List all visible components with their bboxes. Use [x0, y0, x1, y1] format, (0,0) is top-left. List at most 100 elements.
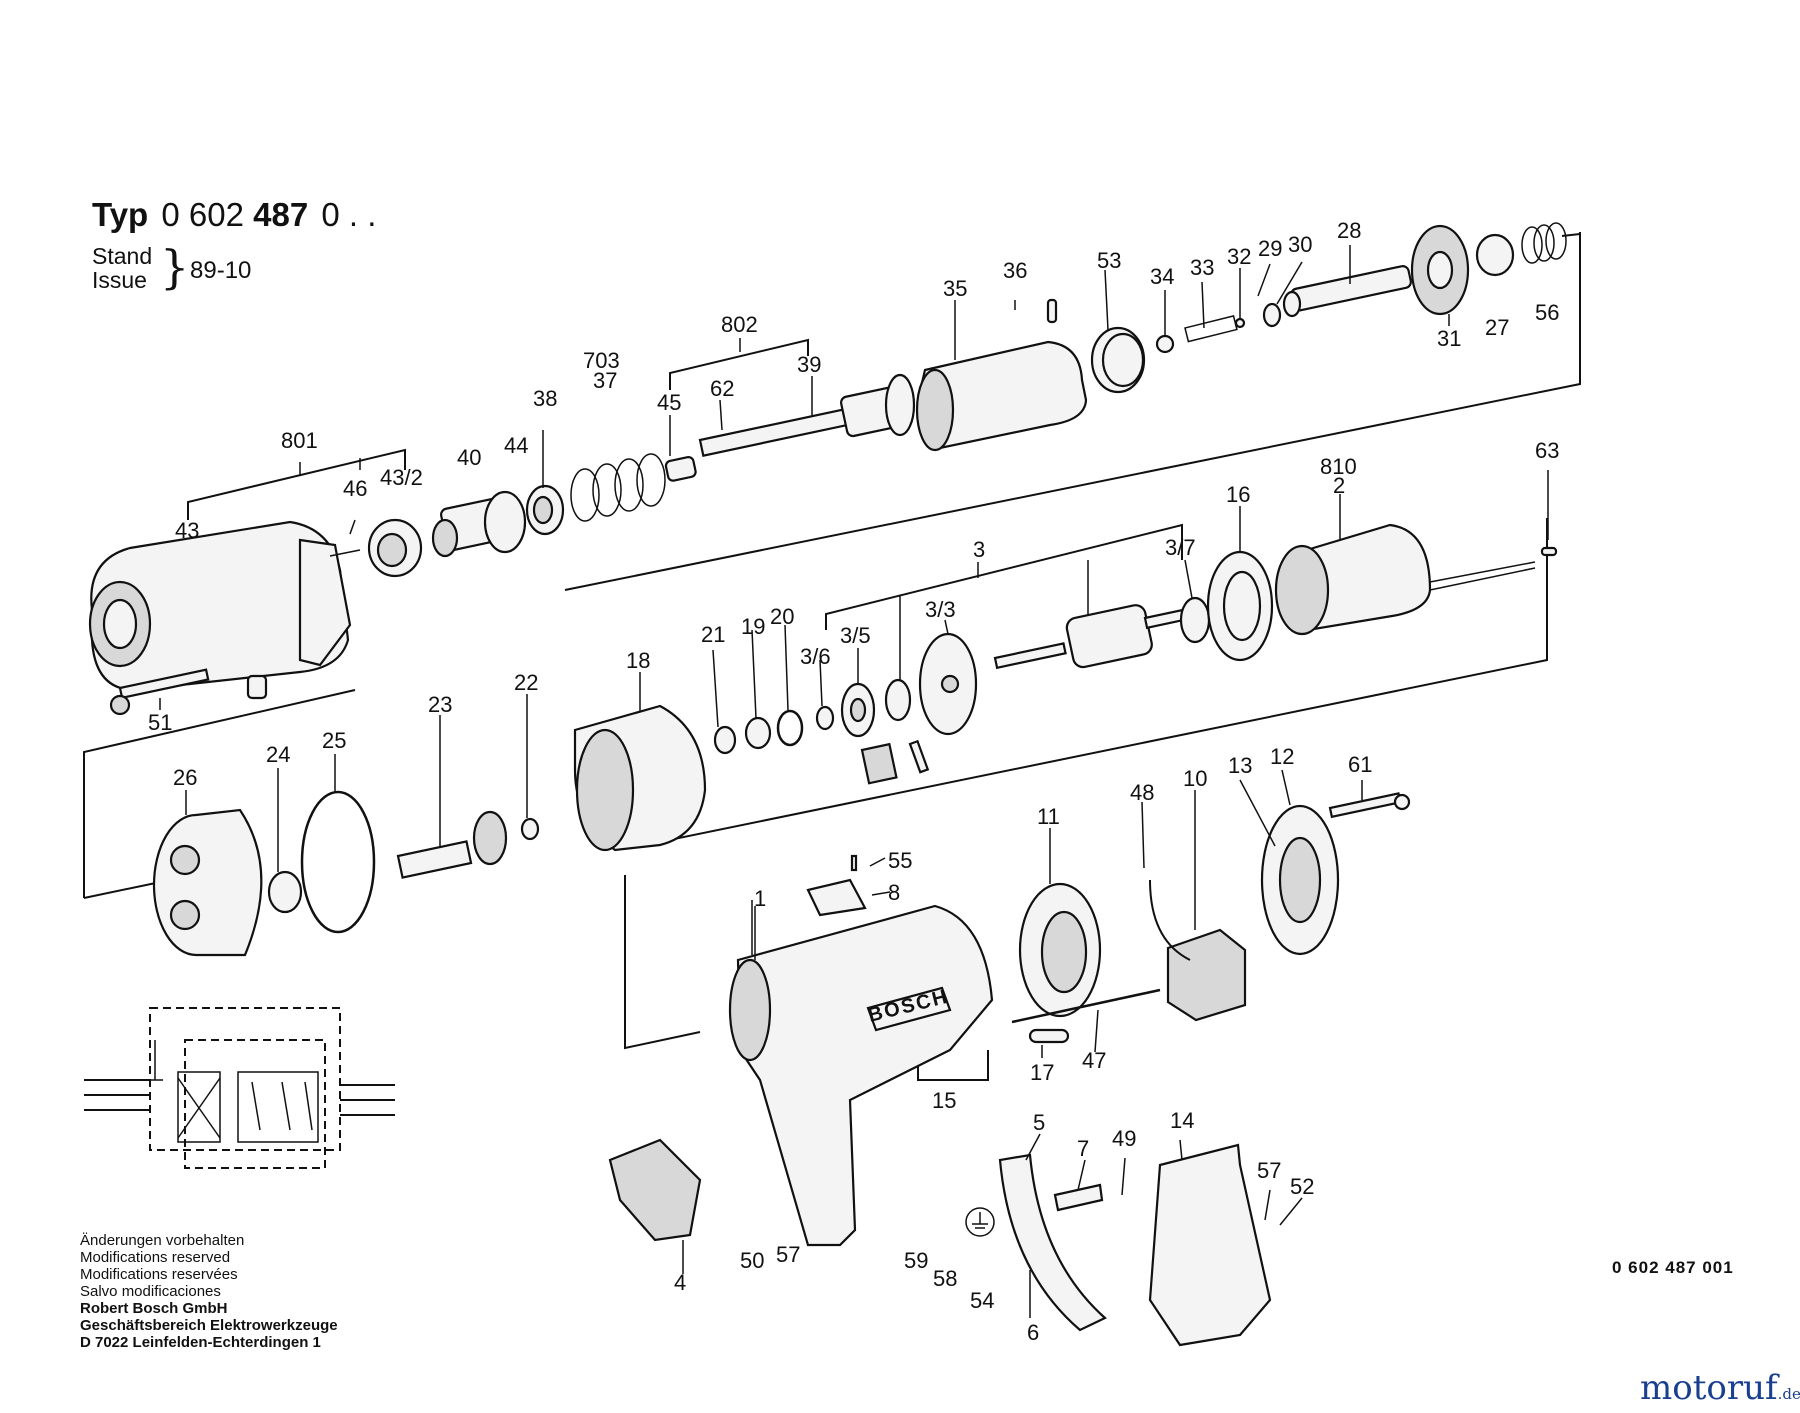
leader-lines	[159, 245, 1549, 1318]
company-line: Robert Bosch GmbH	[80, 1300, 228, 1317]
part-label: 48	[1130, 780, 1154, 805]
typ-suffix: 0 . .	[321, 196, 377, 233]
part-label: 3/7	[1165, 535, 1196, 560]
part-label: 3/5	[840, 623, 871, 648]
pin-36	[1046, 298, 1058, 324]
mid-frame-line	[629, 518, 1548, 849]
watermark-logo[interactable]: motoruf.de	[1640, 1368, 1800, 1408]
part-label: 1	[754, 886, 766, 911]
spindle-39	[698, 373, 916, 457]
part-label: 25	[322, 728, 346, 753]
model-header: Typ 0 602 487 0 . .	[92, 196, 376, 234]
part-label: 40	[457, 445, 481, 470]
stand-label: Stand	[92, 243, 153, 269]
ring-25	[300, 790, 376, 934]
screw-55	[850, 854, 858, 872]
part-label: 801	[281, 428, 318, 453]
part-label: 54	[970, 1288, 994, 1313]
clutch-40	[431, 490, 527, 558]
part-label: 15	[932, 1088, 956, 1113]
part-label: 12	[1270, 744, 1294, 769]
sleeve-45	[664, 456, 697, 482]
ball-32	[1234, 317, 1246, 329]
part-label: 703	[583, 348, 620, 373]
part-label: 4	[674, 1270, 686, 1295]
bearing-24	[267, 870, 303, 914]
part-label: 33	[1190, 255, 1214, 280]
sleeve-17	[1028, 1028, 1070, 1044]
cable-48	[1149, 879, 1191, 961]
part-label: 3/6	[800, 644, 831, 669]
part-label: 22	[514, 670, 538, 695]
switch-4	[608, 1138, 702, 1242]
part-label: 802	[721, 312, 758, 337]
bracket-3	[825, 523, 1183, 630]
part-label: 56	[1535, 300, 1559, 325]
part-label: 5	[1033, 1110, 1045, 1135]
air-guide-16	[1206, 550, 1274, 662]
screw-51	[109, 668, 210, 716]
part-label: 43/2	[380, 465, 423, 490]
company-line: Geschäftsbereich Elektrowerkzeuge	[80, 1317, 338, 1334]
part-label: 13	[1228, 753, 1252, 778]
part-label: 27	[1485, 315, 1509, 340]
part-label: 14	[1170, 1108, 1194, 1133]
cover-8	[806, 878, 867, 917]
typ-label: Typ	[92, 196, 149, 233]
issue-label: Issue	[92, 267, 147, 293]
ring-38	[525, 484, 565, 536]
footer-line: Änderungen vorbehalten	[80, 1232, 245, 1249]
part-label: 7	[1077, 1136, 1089, 1161]
washer-21	[713, 725, 737, 755]
part-label: 39	[797, 352, 821, 377]
ring-20	[776, 709, 804, 747]
left-frame-line	[83, 689, 356, 898]
typ-prefix: 0 602	[161, 196, 244, 233]
part-label: 43	[175, 518, 199, 543]
stand-issue-labels: Stand Issue	[92, 244, 152, 292]
group-frames	[83, 232, 1581, 1050]
part-label: 810	[1320, 454, 1357, 479]
screw-61	[1328, 792, 1411, 819]
housing-35	[915, 340, 1088, 452]
part-label: 51	[148, 710, 172, 735]
cap-12	[1260, 804, 1340, 956]
spring-37	[570, 453, 666, 522]
shaft-28	[1282, 265, 1412, 318]
part-label: 57	[776, 1242, 800, 1267]
part-label: 38	[533, 386, 557, 411]
ring-22	[520, 817, 540, 841]
part-label: 8	[888, 880, 900, 905]
part-label: 3/3	[925, 597, 956, 622]
part-label: 20	[770, 604, 794, 629]
footer-line: Salvo modificaciones	[80, 1283, 221, 1300]
bearing-3-5	[840, 682, 876, 738]
part-label: 62	[710, 376, 734, 401]
bushing-27	[1475, 233, 1515, 277]
part-label: 19	[741, 614, 765, 639]
part-label: 35	[943, 276, 967, 301]
bushing-43-2	[367, 518, 423, 578]
spring-56	[1521, 222, 1567, 264]
part-label: 32	[1227, 244, 1251, 269]
ground-symbol-icon	[965, 1207, 995, 1237]
part-label: 34	[1150, 264, 1174, 289]
part-label: 2	[1333, 473, 1345, 498]
ring-53	[1090, 326, 1146, 394]
company-line: D 7022 Leinfelden-Echterdingen 1	[80, 1334, 321, 1351]
handle-14	[1148, 1143, 1272, 1347]
ball-34	[1155, 334, 1175, 354]
part-label: 26	[173, 765, 197, 790]
bracket-802	[669, 338, 809, 390]
ring-30	[1262, 302, 1282, 328]
part-label: 58	[933, 1266, 957, 1291]
part-label: 21	[701, 622, 725, 647]
bushing-3-6	[815, 705, 835, 731]
part-label: 28	[1337, 218, 1361, 243]
footer-notes: Änderungen vorbehalten Modifications res…	[80, 1232, 338, 1351]
motor-housing-1	[728, 904, 994, 1247]
part-label: 55	[888, 848, 912, 873]
cable-6	[998, 1153, 1107, 1332]
part-label: 53	[1097, 248, 1121, 273]
